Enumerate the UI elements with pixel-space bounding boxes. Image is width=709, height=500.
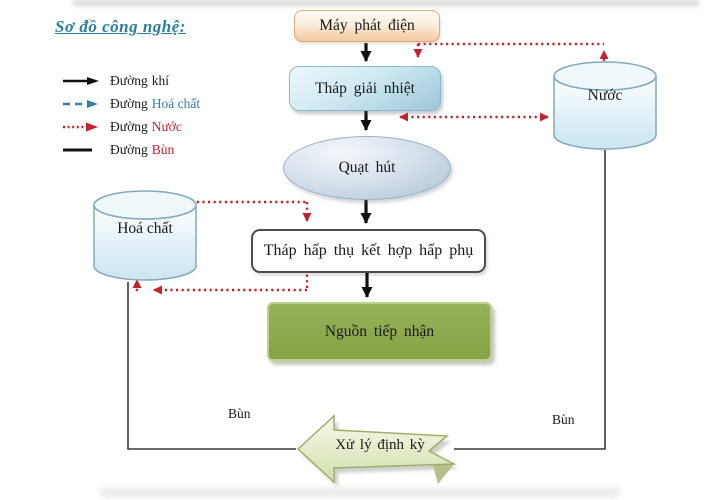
node-receiving-source-label: Nguồn tiếp nhận xyxy=(324,322,435,340)
solid-black-arrow-icon xyxy=(63,76,99,85)
node-generator-label: Máy phát điện xyxy=(319,17,415,34)
node-chemical-tank-label: Hoá chất xyxy=(117,220,173,237)
cylinder-shape xyxy=(553,61,657,150)
periodic-treatment-arrow xyxy=(296,414,458,487)
dashed-blue-arrow-icon xyxy=(63,99,98,108)
gas-line-arrows xyxy=(360,43,373,298)
dotted-red-arrow-icon xyxy=(63,122,98,131)
node-generator: Máy phát điện xyxy=(294,10,440,42)
node-receiving-source: Nguồn tiếp nhận xyxy=(267,302,492,361)
node-chemical-tank: Hoá chất xyxy=(93,190,197,284)
node-water-tank: Nước xyxy=(553,61,657,153)
legend-label-prefix: Đường xyxy=(110,95,148,111)
node-suction-fan-label: Quạt hút xyxy=(338,159,396,176)
node-absorption-tower: Tháp hấp thụ kết hợp hấp phụ xyxy=(251,229,486,273)
blurred-edge-top xyxy=(72,0,700,6)
legend-label-term: Bùn xyxy=(151,141,175,157)
legend-label-term: khí xyxy=(151,72,169,88)
legend-label-term: Hoá chất xyxy=(151,95,201,111)
water-line-paths xyxy=(132,42,609,295)
periodic-treatment-label: Xử lý định kỳ xyxy=(335,437,425,453)
legend-item-water: Đường Nước xyxy=(62,115,200,138)
legend-label-prefix: Đường xyxy=(110,141,148,157)
legend-label-prefix: Đường xyxy=(110,118,148,134)
cylinder-shape xyxy=(93,190,197,281)
blurred-edge-bottom xyxy=(100,488,620,497)
node-suction-fan: Quạt hút xyxy=(283,136,451,200)
legend: Đường khí Đường Hoá chất Đường Nước Đườn… xyxy=(62,69,200,161)
legend-item-chemical: Đường Hoá chất xyxy=(62,92,200,115)
node-cooling-tower-label: Tháp giải nhiệt xyxy=(315,79,415,97)
sludge-label-right: Bùn xyxy=(552,412,575,427)
node-absorption-tower-label: Tháp hấp thụ kết hợp hấp phụ xyxy=(263,242,474,259)
legend-label-prefix: Đường xyxy=(110,72,148,88)
sludge-label-left: Bùn xyxy=(228,406,251,421)
legend-item-sludge: Đường Bùn xyxy=(62,138,200,161)
node-cooling-tower: Tháp giải nhiệt xyxy=(289,66,441,111)
solid-black-line-icon xyxy=(63,148,92,151)
legend-label-term: Nước xyxy=(151,118,182,134)
legend-item-gas: Đường khí xyxy=(62,69,200,92)
node-water-tank-label: Nước xyxy=(587,87,623,104)
diagram-title: Sơ đồ công nghệ: xyxy=(55,17,186,36)
sludge-line-paths xyxy=(127,150,606,450)
treatment-arrow-body xyxy=(296,414,457,484)
